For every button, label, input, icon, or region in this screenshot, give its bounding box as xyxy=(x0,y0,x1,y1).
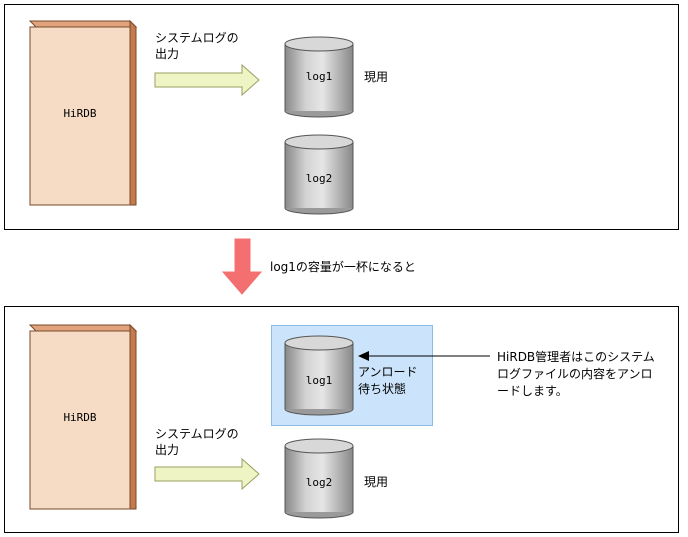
log2-status-bottom: 現用 xyxy=(364,475,389,489)
log2-label-top: log2 xyxy=(305,172,333,185)
log1-status-bottom-line2: 待ち状態 xyxy=(358,382,407,396)
output-label-top-line2: 出力 xyxy=(155,47,180,61)
annotation-pointer xyxy=(358,351,490,361)
log1-status-top: 現用 xyxy=(364,70,389,84)
log2-label-bottom: log2 xyxy=(305,476,333,489)
log1-disk-bottom xyxy=(284,335,354,416)
log1-status-bottom-line1: アンロード xyxy=(358,365,418,379)
log1-label-top: log1 xyxy=(305,70,333,83)
log-output-arrow-bottom xyxy=(154,457,260,491)
log-output-arrow-top xyxy=(154,63,260,97)
output-label-top-line1: システムログの xyxy=(155,31,239,45)
annotation-line2: ログファイルの内容をアンロ xyxy=(497,367,653,381)
output-label-bottom-line2: 出力 xyxy=(155,443,180,457)
server-label-top: HiRDB xyxy=(63,107,97,120)
annotation-line1: HiRDB管理者はこのシステム xyxy=(497,350,655,364)
hirdb-server-top xyxy=(28,19,138,206)
output-label-bottom-line1: システムログの xyxy=(155,427,239,441)
log1-label-bottom: log1 xyxy=(305,374,333,387)
transition-label: log1の容量が一杯になると xyxy=(270,260,416,274)
log1-disk-top xyxy=(284,36,354,118)
log2-disk-top xyxy=(284,134,354,215)
transition-arrow xyxy=(221,238,263,295)
server-label-bottom: HiRDB xyxy=(63,411,97,424)
hirdb-server-bottom xyxy=(28,323,138,510)
log2-disk-bottom xyxy=(284,438,354,519)
annotation-line3: ードします。 xyxy=(497,384,568,398)
